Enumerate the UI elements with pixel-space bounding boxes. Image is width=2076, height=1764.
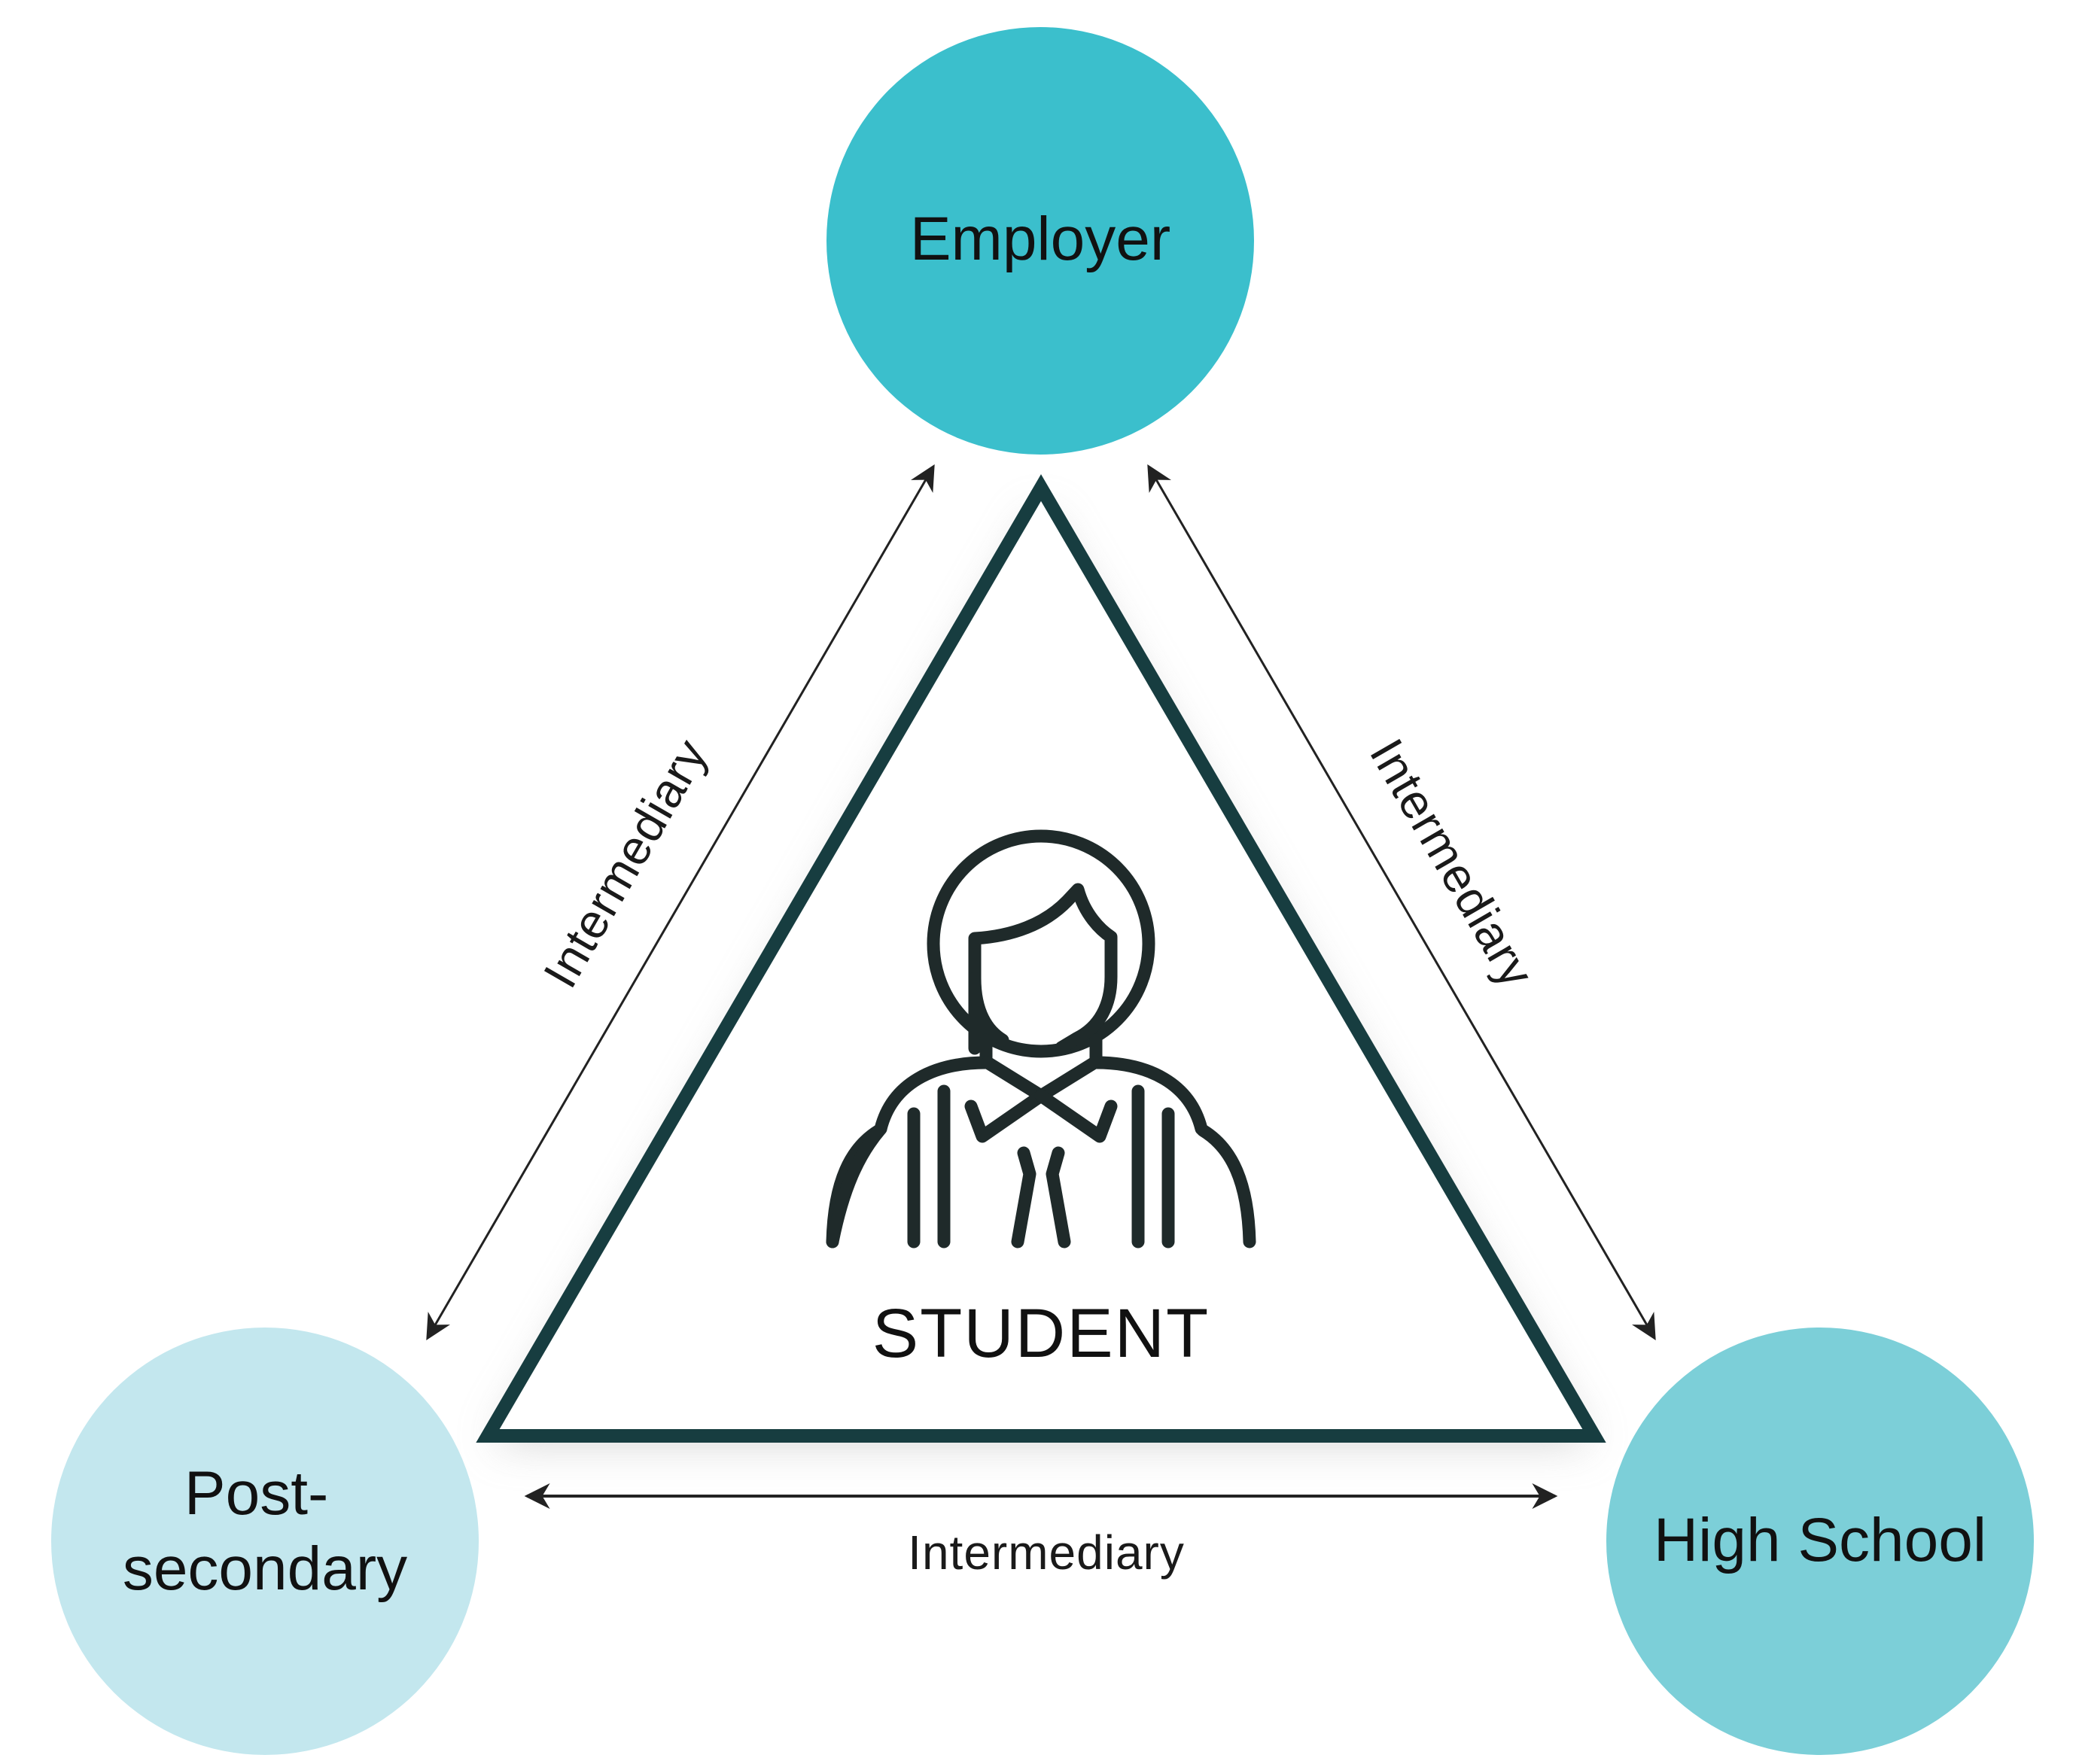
student-label: STUDENT — [872, 1295, 1210, 1372]
high-school-node — [1606, 1328, 2034, 1755]
employer-node — [826, 27, 1254, 455]
post-secondary-node — [51, 1328, 479, 1755]
left-connector-arrow — [426, 464, 935, 1340]
post-secondary-label-line-1: Post- — [184, 1459, 328, 1528]
right-connector-label: Intermediary — [1359, 730, 1545, 996]
post-secondary-label-line-2: secondary — [123, 1534, 407, 1603]
high-school-label: High School — [1654, 1506, 1986, 1574]
left-connector-label: Intermediary — [533, 730, 718, 996]
post-secondary-label: Post- secondary — [123, 1459, 407, 1603]
right-connector-arrow — [1147, 464, 1656, 1340]
student-triangle — [476, 474, 1606, 1443]
employer-label: Employer — [910, 205, 1170, 273]
bottom-connector-label: Intermediary — [908, 1525, 1185, 1580]
